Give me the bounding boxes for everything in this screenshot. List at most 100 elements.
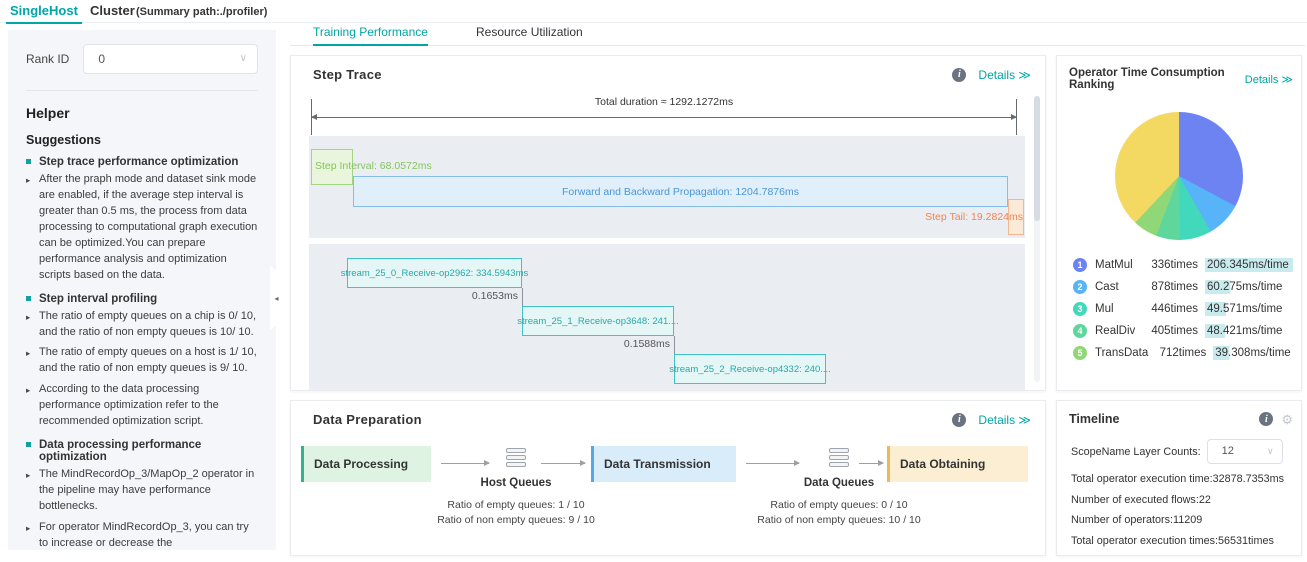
operator-name: MatMul [1095, 259, 1133, 271]
info-icon[interactable]: i [952, 412, 967, 427]
topbar: SingleHost Cluster (Summary path:./profi… [0, 0, 1307, 24]
timeline-stat: Total operator execution time:32878.7353… [1071, 473, 1285, 485]
operator-times: 446times [1151, 303, 1198, 315]
operator-ranking-title: Operator Time Consumption Ranking [1069, 67, 1225, 91]
host-queues-ratios: Ratio of empty queues: 1 / 10 Ratio of n… [396, 498, 636, 528]
tab-cluster[interactable]: Cluster [90, 3, 135, 18]
rank-avg-value: 49.571ms/time [1205, 302, 1293, 316]
operator-times: 712times [1159, 347, 1207, 359]
total-duration-arrow [311, 114, 1017, 120]
rank-avg-value: 60.275ms/time [1205, 280, 1293, 294]
operator-ranking-header: Operator Time Consumption Ranking Detail… [1069, 67, 1293, 91]
step-trace-title: Step Trace [313, 67, 382, 82]
total-duration-label: Total duration ≈ 1292.1272ms [594, 96, 734, 108]
data-preparation-header: Data Preparation i Details ≫ [313, 412, 1031, 427]
triangle-marker-icon: ▸ [26, 348, 31, 359]
legend-row: 2 Cast 878times 60.275ms/time [1073, 276, 1293, 298]
stream-receive-bar-2[interactable]: stream_25_2_Receive-op4332: 240.... [669, 354, 831, 384]
rank-avg-value: 48.421ms/time [1205, 324, 1293, 338]
step-interval-label: Step Interval: 68.0572ms [315, 160, 432, 172]
timeline-header: Timeline i ⚙ [1069, 412, 1293, 426]
rank-id-label: Rank ID [26, 52, 70, 66]
tab-singlehost[interactable]: SingleHost [6, 3, 82, 24]
ratio-non-empty-data: Ratio of non empty queues: 10 / 10 [757, 514, 921, 526]
stream-receive-bar-0[interactable]: stream_25_0_Receive-op2962: 334.5943ms [341, 258, 528, 288]
operator-pie-chart[interactable] [1115, 112, 1243, 240]
square-bullet-icon [26, 159, 31, 164]
triangle-marker-icon: ▸ [26, 385, 31, 396]
info-icon[interactable]: i [1259, 412, 1274, 426]
total-duration-annotation: Total duration ≈ 1292.1272ms [311, 96, 1017, 136]
step-trace-row-phases: Step Interval: 68.0572ms Forward and Bac… [309, 136, 1025, 238]
rank-id-row: Rank ID 0 ∨ [26, 44, 258, 74]
operator-times: 336times [1151, 259, 1198, 271]
timeline-stat: Number of operators:11209 [1071, 514, 1203, 526]
duration-tick-left [311, 99, 312, 135]
tab-resource-utilization[interactable]: Resource Utilization [476, 25, 583, 39]
timeline-stat: Number of executed flows:22 [1071, 493, 1211, 506]
operator-name: Mul [1095, 303, 1114, 315]
stream-receive-label-0: stream_25_0_Receive-op2962: 334.5943ms [340, 267, 529, 279]
triangle-marker-icon: ▸ [26, 470, 31, 481]
summary-path: (Summary path:./profiler) [136, 6, 268, 18]
ratio-empty-host: Ratio of empty queues: 1 / 10 [447, 499, 585, 511]
helper-title: Helper [26, 105, 70, 121]
operator-ranking-panel: Operator Time Consumption Ranking Detail… [1056, 55, 1302, 391]
stream-connector [522, 288, 523, 318]
legend-row: 4 RealDiv 405times 48.421ms/time [1073, 320, 1293, 342]
fp-bp-label: Forward and Backward Propagation: 1204.7… [562, 185, 799, 198]
operator-name: RealDiv [1095, 325, 1136, 337]
ratio-empty-data: Ratio of empty queues: 0 / 10 [770, 499, 908, 511]
step-trace-scrollbar[interactable] [1034, 96, 1040, 382]
suggestion-item: ▸ According to the data processing perfo… [26, 382, 258, 430]
stage-data-obtaining: Data Obtaining [887, 446, 1028, 482]
suggestion-section-title: Data processing performance optimization [26, 439, 258, 463]
legend-row: 5 TransData 712times 39.308ms/time [1073, 342, 1302, 364]
flow-arrow-icon [441, 460, 490, 466]
sidebar-collapse-handle[interactable]: ◂ [270, 266, 283, 330]
step-trace-details-link[interactable]: Details ≫ [978, 67, 1031, 82]
suggestion-item: ▸ After the praph mode and dataset sink … [26, 172, 258, 284]
suggestion-item: ▸ The ratio of empty queues on a host is… [26, 345, 258, 377]
rank-badge: 2 [1073, 280, 1087, 294]
rank-badge: 5 [1073, 346, 1087, 360]
scope-layer-counts-label: ScopeName Layer Counts: [1071, 445, 1201, 458]
suggestion-section-title: Step interval profiling [26, 293, 258, 305]
data-queues-ratios: Ratio of empty queues: 0 / 10 Ratio of n… [719, 498, 959, 528]
operator-legend: 1 MatMul 336times 206.345ms/time 2 Cast … [1073, 254, 1302, 364]
stream-receive-label-1: stream_25_1_Receive-op3648: 241.... [517, 315, 679, 327]
rank-avg-value: 39.308ms/time [1213, 346, 1302, 360]
triangle-marker-icon: ▸ [26, 175, 31, 185]
data-preparation-details-link[interactable]: Details ≫ [978, 412, 1031, 427]
stream-connector [674, 336, 675, 366]
triangle-marker-icon: ▸ [26, 522, 31, 533]
data-preparation-title: Data Preparation [313, 412, 422, 427]
step-tail-bar[interactable] [1008, 199, 1024, 235]
duration-tick-right [1016, 99, 1017, 135]
operator-times: 878times [1151, 281, 1198, 293]
operator-ranking-details-link[interactable]: Details ≫ [1244, 73, 1293, 86]
data-preparation-panel: Data Preparation i Details ≫ Data Proces… [290, 400, 1046, 556]
scrollbar-thumb[interactable] [1034, 96, 1040, 221]
timeline-stat: Total operator execution times:56531time… [1071, 534, 1274, 547]
main-tabs: Training Performance Resource Utilizatio… [290, 25, 1305, 46]
step-trace-panel: Step Trace i Details ≫ Total duration ≈ … [290, 55, 1046, 391]
suggestion-item: ▸ The MindRecordOp_3/MapOp_2 operator in… [26, 467, 258, 515]
fp-bp-bar[interactable]: Forward and Backward Propagation: 1204.7… [353, 176, 1008, 207]
rank-avg-value: 206.345ms/time [1205, 258, 1293, 272]
flow-arrow-icon [859, 460, 884, 466]
suggestion-section-title: Step trace performance optimization [26, 156, 258, 168]
operator-name: TransData [1095, 347, 1149, 359]
scope-layer-counts-select[interactable]: 12 ∨ [1206, 439, 1283, 464]
info-icon[interactable]: i [952, 67, 967, 82]
flow-arrow-icon [746, 460, 800, 466]
tab-training-performance[interactable]: Training Performance [313, 25, 428, 46]
rank-id-select[interactable]: 0 ∨ [83, 44, 258, 74]
stream-gap-label-1: 0.1588ms [623, 338, 670, 350]
stream-receive-bar-1[interactable]: stream_25_1_Receive-op3648: 241.... [517, 306, 679, 336]
step-interval-bar[interactable] [311, 149, 353, 185]
suggestion-item: ▸ For operator MindRecordOp_3, you can t… [26, 520, 258, 550]
gear-icon[interactable]: ⚙ [1281, 411, 1293, 427]
square-bullet-icon [26, 295, 31, 301]
stream-receive-label-2: stream_25_2_Receive-op4332: 240.... [669, 363, 831, 375]
